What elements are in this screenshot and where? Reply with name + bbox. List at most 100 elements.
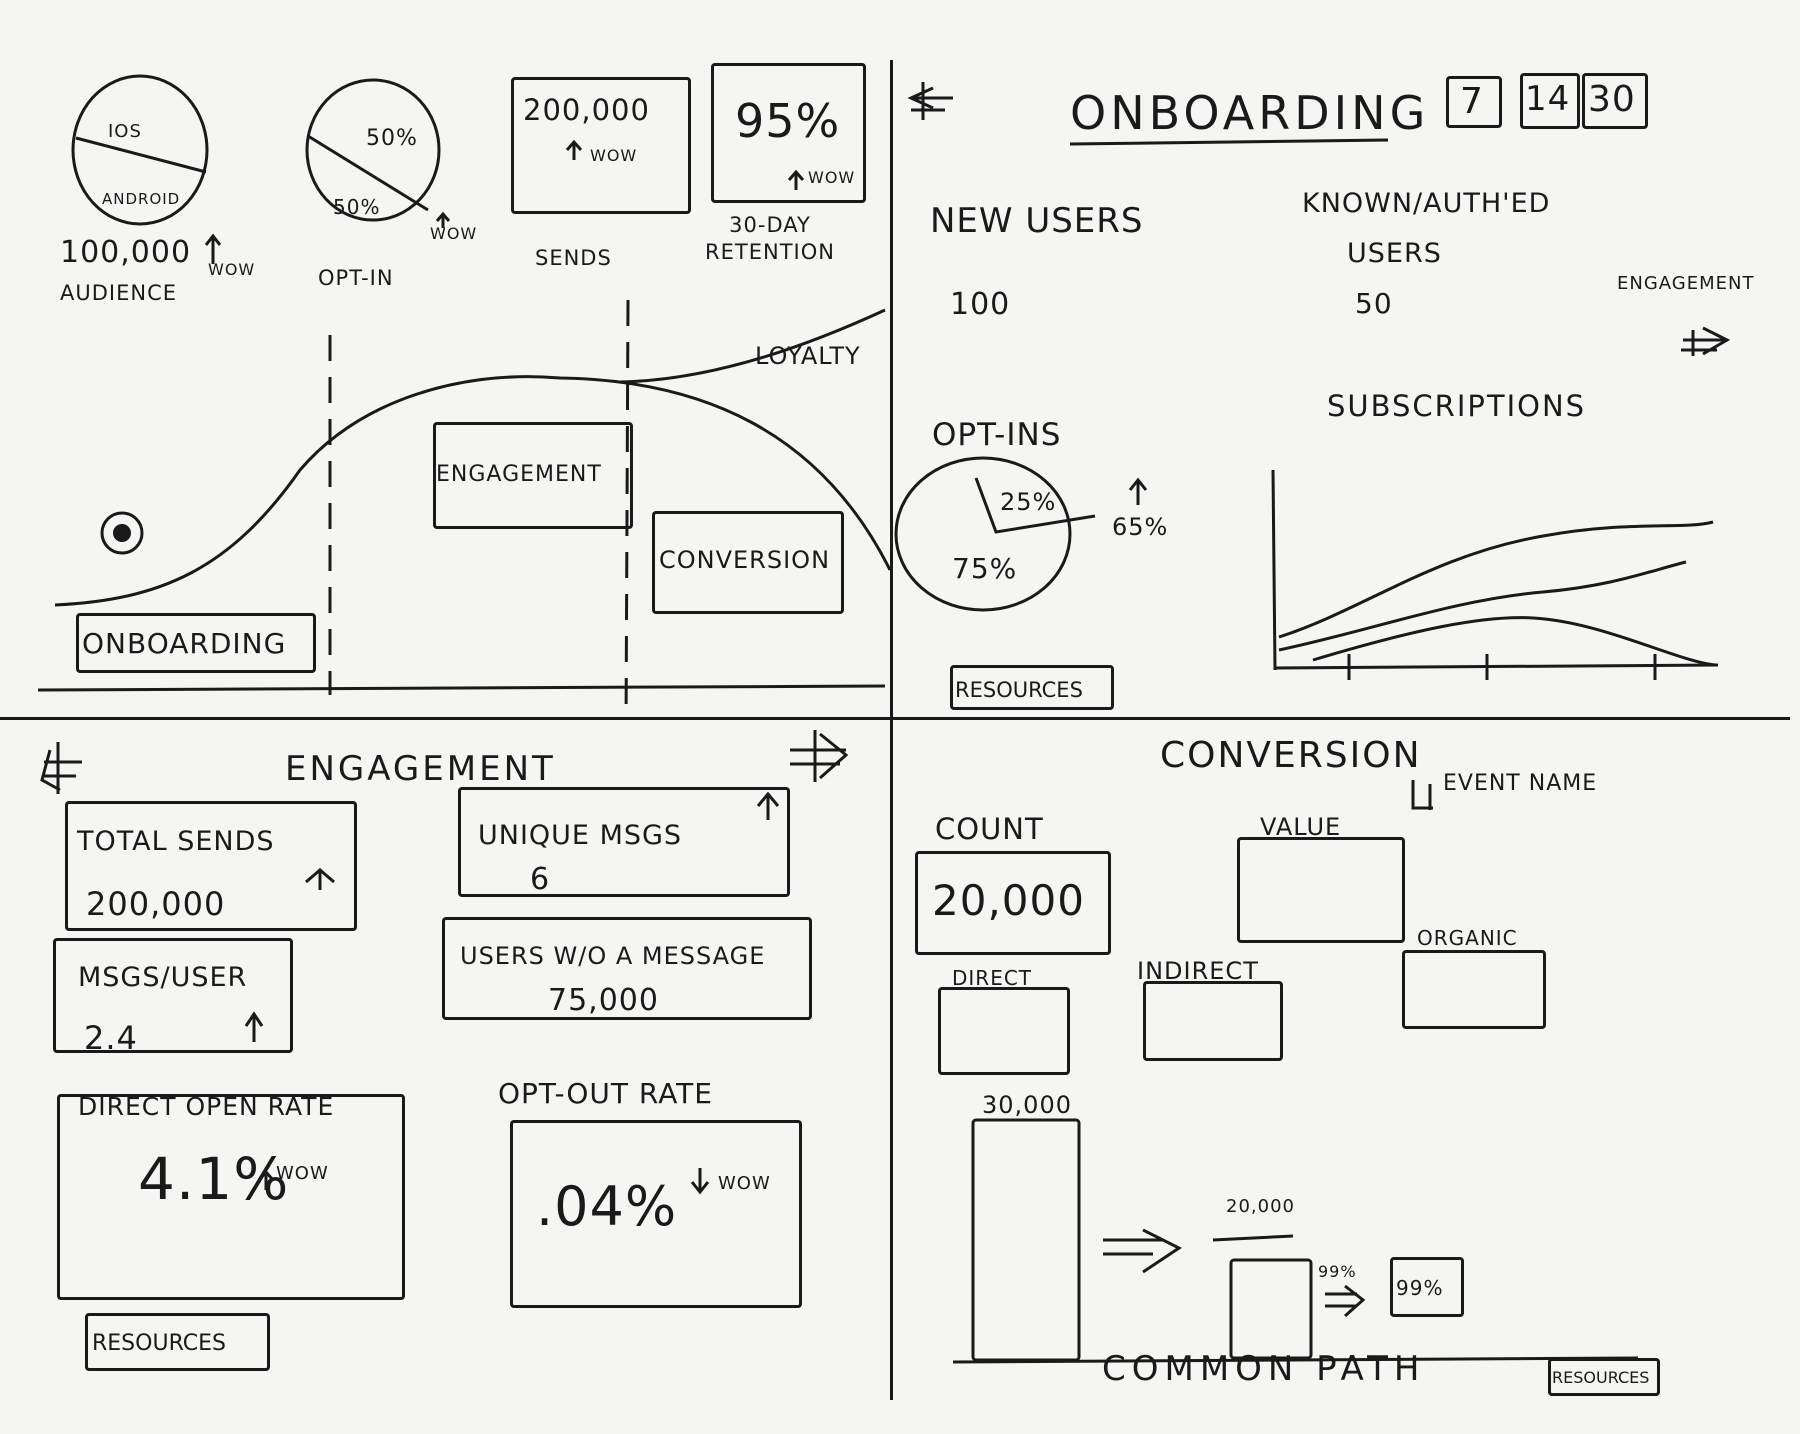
up-arrow-icon xyxy=(565,139,583,160)
opt-in-slice-b: 50% xyxy=(333,195,381,219)
range-30-label: 30 xyxy=(1588,79,1636,120)
top-right-graphics xyxy=(894,82,1731,680)
retention-label: 30-DAY RETENTION xyxy=(705,213,835,264)
direct-open-rate-label: DIRECT OPEN RATE xyxy=(78,1092,335,1121)
opt-in-pie xyxy=(305,78,441,222)
opt-ins-title: OPT-INS xyxy=(932,417,1062,453)
direct-card[interactable] xyxy=(938,987,1070,1075)
bar-2-value: 20,000 xyxy=(1226,1196,1295,1217)
engagement-resources-button[interactable] xyxy=(85,1313,270,1371)
forward-icon xyxy=(790,730,849,782)
down-arrow-icon xyxy=(690,1168,710,1195)
engagement-title: ENGAGEMENT xyxy=(285,749,556,789)
direct-open-rate-card[interactable] xyxy=(57,1094,405,1300)
audience-pie-top-label: IOS xyxy=(108,121,142,142)
users-without-msg-value: 75,000 xyxy=(548,983,659,1018)
bar-1 xyxy=(971,1118,1081,1362)
up-arrow-icon xyxy=(787,169,805,190)
direct-label: DIRECT xyxy=(952,966,1033,990)
msgs-per-user-label: MSGS/USER xyxy=(78,962,248,993)
opt-out-rate-value: .04% xyxy=(536,1175,678,1238)
vertical-divider xyxy=(890,60,893,1400)
up-arrow-icon xyxy=(257,1169,275,1190)
audience-pie xyxy=(71,74,209,226)
opt-ins-side-label: 65% xyxy=(1112,513,1169,541)
retention-value: 95% xyxy=(735,94,841,148)
loyalty-label: LOYALTY xyxy=(755,342,861,370)
range-14-label: 14 xyxy=(1525,79,1571,119)
sends-card[interactable] xyxy=(511,77,691,214)
strikeout xyxy=(1212,1234,1294,1242)
next-section-label: ENGAGEMENT xyxy=(1617,273,1755,294)
engagement-resources-label: RESOURCES xyxy=(92,1331,226,1356)
known-users-value: 50 xyxy=(1355,287,1393,320)
back-icon xyxy=(907,82,953,120)
up-arrow-icon xyxy=(204,233,222,264)
bottom-right-graphics xyxy=(952,780,1639,1364)
opt-in-label: OPT-IN xyxy=(318,266,394,290)
opt-ins-pie xyxy=(894,456,1096,612)
pct-card[interactable] xyxy=(1390,1257,1464,1317)
count-card[interactable] xyxy=(915,851,1111,955)
total-sends-value: 200,000 xyxy=(86,885,226,923)
users-without-msg-label: USERS W/O A MESSAGE xyxy=(460,942,766,970)
stage-conversion-button[interactable] xyxy=(652,511,844,614)
opt-out-rate-label: OPT-OUT RATE xyxy=(498,1077,713,1110)
stage-conversion-label: CONVERSION xyxy=(659,546,831,574)
range-30-button[interactable] xyxy=(1582,73,1648,129)
count-label: COUNT xyxy=(935,812,1044,846)
range-7-button[interactable] xyxy=(1446,76,1502,128)
stage-onboarding-label: ONBOARDING xyxy=(82,627,287,660)
stage-divider xyxy=(624,299,630,717)
conversion-resources-button[interactable] xyxy=(1548,1358,1660,1396)
users-without-msg-card[interactable] xyxy=(442,917,812,1020)
down-right-arrow-icon xyxy=(1411,780,1433,810)
pct-card-value: 99% xyxy=(1396,1276,1444,1300)
indirect-card[interactable] xyxy=(1143,981,1283,1061)
onboarding-resources-button[interactable] xyxy=(950,665,1114,710)
organic-card[interactable] xyxy=(1402,950,1546,1029)
opt-ins-rest-label: 75% xyxy=(952,552,1018,585)
msgs-per-user-card[interactable] xyxy=(53,938,293,1053)
target-icon xyxy=(100,511,144,555)
bar-2 xyxy=(1229,1258,1313,1360)
stage-engagement-button[interactable] xyxy=(433,422,633,529)
value-card[interactable] xyxy=(1237,837,1405,943)
unique-msgs-label: UNIQUE MSGS xyxy=(478,820,683,851)
direct-open-rate-trend: WOW xyxy=(276,1163,329,1184)
direct-open-rate-value: 4.1% xyxy=(138,1145,290,1213)
conversion-title: CONVERSION xyxy=(1160,735,1422,776)
stage-onboarding-button[interactable] xyxy=(76,613,316,673)
range-14-button[interactable] xyxy=(1520,73,1580,129)
unique-msgs-value: 6 xyxy=(530,862,551,897)
msgs-per-user-value: 2.4 xyxy=(84,1019,138,1057)
organic-label: ORGANIC xyxy=(1417,926,1518,950)
up-arrow-icon xyxy=(244,1011,264,1042)
opt-out-rate-card[interactable] xyxy=(510,1120,802,1308)
event-name-dropdown[interactable]: EVENT NAME xyxy=(1443,771,1598,796)
bar-1-value: 30,000 xyxy=(982,1091,1072,1119)
known-users-label: KNOWN/AUTH'ED xyxy=(1302,188,1551,219)
total-sends-card[interactable] xyxy=(65,801,357,931)
count-value: 20,000 xyxy=(932,876,1085,925)
loyalty-curve xyxy=(619,308,886,384)
unique-msgs-card[interactable] xyxy=(458,787,790,897)
up-arrow-icon xyxy=(435,211,451,228)
subscriptions-title: SUBSCRIPTIONS xyxy=(1327,389,1587,423)
opt-ins-slice-label: 25% xyxy=(1000,488,1057,516)
range-7-label: 7 xyxy=(1460,81,1484,122)
opt-out-rate-trend: WOW xyxy=(718,1173,771,1194)
audience-trend: WOW xyxy=(208,260,256,279)
retention-card[interactable] xyxy=(711,63,866,203)
common-path-baseline xyxy=(952,1356,1639,1364)
known-users-label-2: USERS xyxy=(1347,238,1442,269)
up-arrow-icon xyxy=(1128,477,1148,505)
bottom-left-graphics xyxy=(40,730,849,1195)
pct-arrow-label: 99% xyxy=(1318,1262,1357,1281)
back-icon xyxy=(40,742,82,794)
lifecycle-curve xyxy=(54,375,890,607)
sends-value: 200,000 xyxy=(523,93,650,127)
new-users-label: NEW USERS xyxy=(930,201,1144,241)
audience-pie-bottom-label: ANDROID xyxy=(102,190,181,208)
